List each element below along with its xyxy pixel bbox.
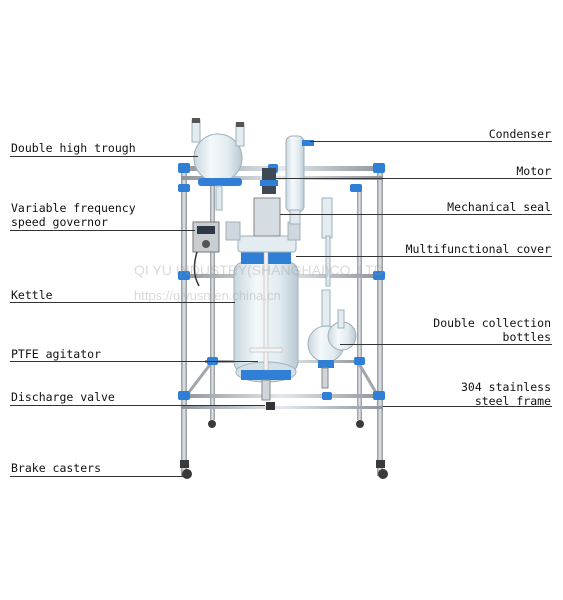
label-kettle: Kettle [11, 288, 53, 302]
leader-double-high-trough [10, 156, 198, 157]
leader-brake-casters [10, 476, 184, 477]
label-brake-casters: Brake casters [11, 461, 102, 475]
label-double-high-trough: Double high trough [11, 141, 136, 155]
leader-stainless-steel-frame [383, 406, 552, 407]
brake-casters [180, 420, 388, 479]
collection-bottles [307, 289, 357, 389]
leader-discharge-valve [10, 405, 265, 406]
leader-condenser [310, 141, 552, 142]
leader-multifunctional-cover [296, 256, 552, 257]
leader-ptfe-agitator [10, 361, 258, 362]
double-high-trough [191, 118, 245, 211]
watermark-url: https://qiyusn.en.china.cn [134, 288, 281, 303]
leader-kettle [10, 302, 235, 303]
label-variable-frequency-governor: Variable frequency speed governor [11, 201, 136, 229]
cover-and-motor [225, 168, 301, 253]
label-motor: Motor [516, 164, 551, 178]
label-double-collection-bottles: Double collection bottles [433, 316, 551, 344]
leader-double-collection-bottles [340, 344, 552, 345]
label-discharge-valve: Discharge valve [11, 390, 115, 404]
watermark-company: QI YU INDUSTRY(SHANGHAI)CO.,LTD. [134, 262, 388, 278]
leader-variable-frequency-governor [10, 230, 195, 231]
kettle-vessel [233, 209, 299, 410]
label-condenser: Condenser [488, 127, 551, 141]
label-multifunctional-cover: Multifunctional cover [405, 242, 551, 256]
label-stainless-steel-frame: 304 stainless steel frame [460, 380, 551, 408]
variable-frequency-governor [192, 221, 220, 287]
label-ptfe-agitator: PTFE agitator [11, 347, 102, 361]
leader-mechanical-seal [280, 214, 552, 215]
label-mechanical-seal: Mechanical seal [447, 200, 551, 214]
leader-motor [276, 178, 552, 179]
condenser [285, 135, 333, 287]
